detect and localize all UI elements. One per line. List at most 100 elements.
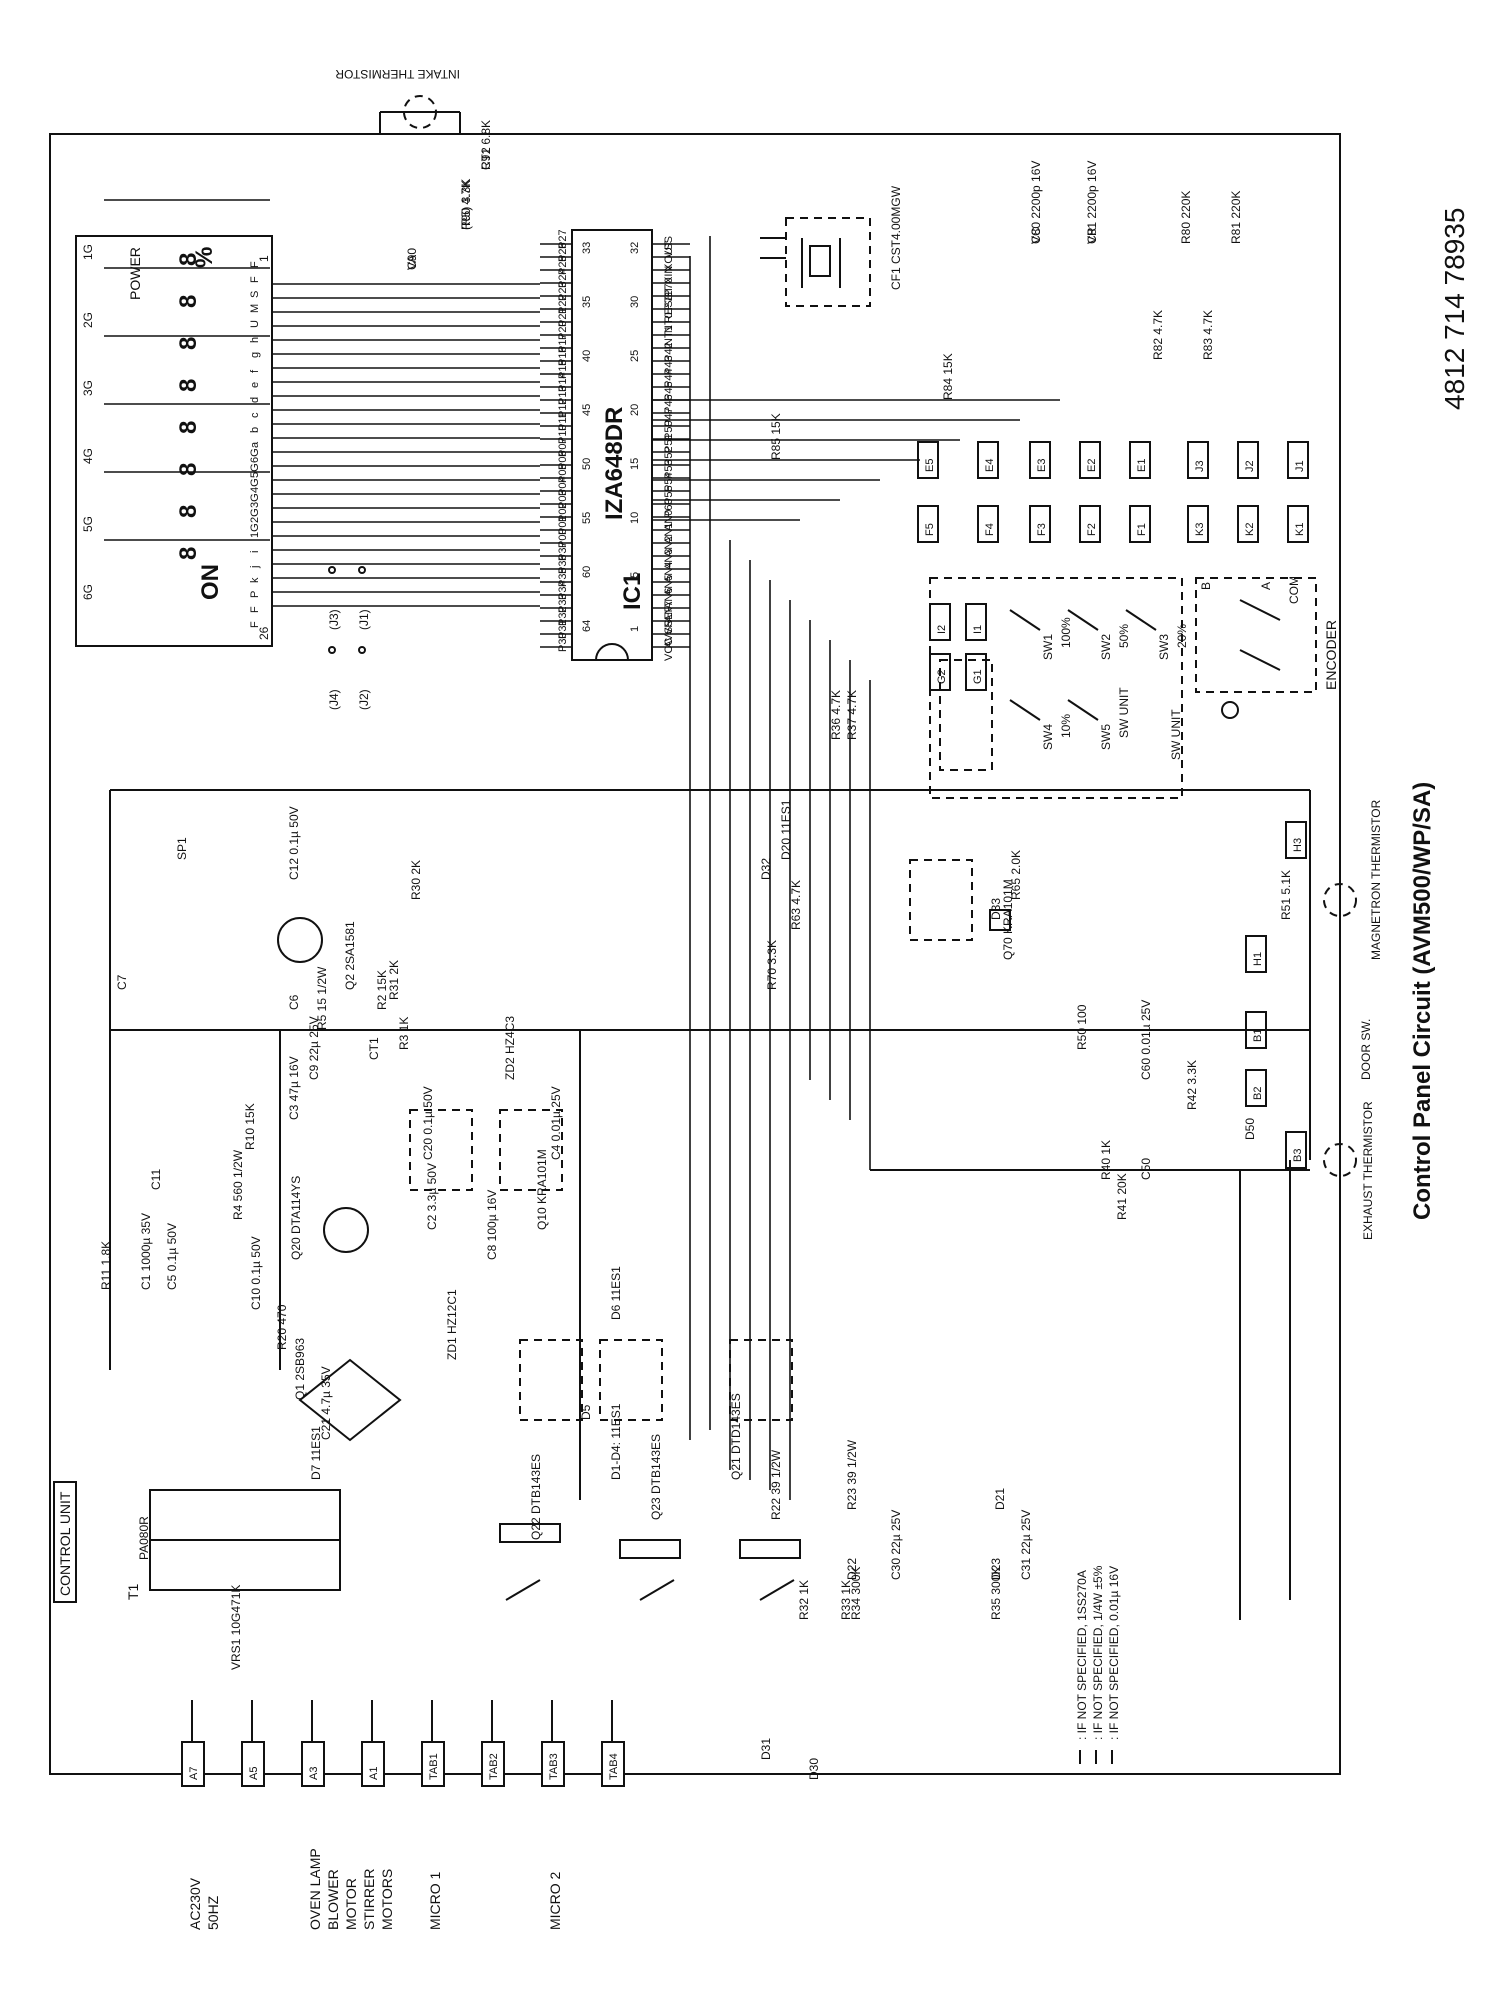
input-label: MICRO 1 — [427, 1871, 443, 1930]
input-label: MOTORS — [379, 1869, 395, 1930]
terminal-label: A5 — [248, 1767, 260, 1780]
connector-j1: J1 — [1294, 460, 1306, 472]
display-on-label: ON — [197, 564, 224, 600]
component-label: D21 — [993, 1488, 1007, 1510]
display-pin-label: j — [249, 566, 261, 569]
input-label: MOTOR — [343, 1878, 359, 1930]
component-label: VA — [405, 255, 419, 270]
display-pin-label: S — [249, 291, 261, 298]
relay-ry2 — [619, 1539, 681, 1601]
switch-label: 20% — [1175, 624, 1189, 648]
component-label: R31 2K — [387, 960, 401, 1000]
display-pin-label: d — [249, 397, 261, 403]
component-label: R22 39 1/2W — [769, 1449, 783, 1520]
ic-left-pin: P03 — [557, 489, 569, 509]
display-pin-label: F — [249, 621, 261, 628]
ic-left-pin: P26 — [557, 242, 569, 262]
component-label: R34 300K — [849, 1567, 863, 1620]
bridge-label: D7 11ES1 — [309, 1426, 323, 1480]
jumper-label: (J2) — [357, 689, 371, 710]
display-pin-label: a — [249, 441, 261, 448]
ic-pin-number: 25 — [629, 350, 641, 362]
component-label: Q23 DTB143ES — [649, 1434, 663, 1520]
ic-left-pin: P11 — [557, 412, 569, 431]
component-label: R35 300K — [989, 1567, 1003, 1620]
ic-right-pin: VSS — [663, 236, 675, 258]
display-percent-label: % — [191, 247, 218, 268]
legend-entry: : IF NOT SPECIFIED, 0.01µ 16V — [1107, 1566, 1121, 1740]
q21-package — [519, 1339, 583, 1421]
component-label: R37 4.7K — [845, 690, 859, 740]
switch-name: SW5 — [1099, 724, 1113, 750]
display-pin-label: F — [249, 276, 261, 283]
exhaust-thermistor-icon — [1323, 1143, 1357, 1177]
ic-left-pin: P23 — [557, 281, 569, 301]
component-label: R3 1K — [397, 1017, 411, 1050]
component-label: VR — [1085, 227, 1099, 244]
encoder-b: B — [1199, 582, 1213, 590]
display-pin-label: f — [249, 369, 261, 373]
transformer-t1: T1 PA080R VRS1 10G471K — [125, 1489, 341, 1670]
input-label: STIRRER — [361, 1869, 377, 1930]
ic-right-pin: P60 — [663, 498, 675, 518]
ic-right-pin: P70 — [663, 277, 675, 297]
ic-left-pin: P10 — [557, 424, 569, 444]
component-label: R70 3.3K — [765, 940, 779, 990]
switch-name: SW4 — [1041, 724, 1055, 750]
ic-right-pin: AN2 — [663, 536, 675, 557]
ic-left-pin: P36 — [557, 554, 569, 574]
component-label: D5 — [579, 1404, 593, 1420]
component-label: VC — [1029, 227, 1043, 244]
jumpers: (J1)(J2)(J3)(J4) — [327, 566, 371, 710]
exhaust-thermistor-label: EXHAUST THERMISTOR — [1361, 1101, 1375, 1240]
connector-b1: B1 — [1252, 1029, 1264, 1042]
connector-e5: E5 — [924, 459, 936, 472]
ic-pin-number: 5 — [629, 572, 641, 578]
component-label: D20 11ES1 — [779, 799, 793, 860]
component-label: C81 2200p 16V — [1085, 161, 1099, 244]
component-label: C30 22µ 25V — [889, 1510, 903, 1580]
ic1-name: IC1 — [619, 573, 646, 610]
display-frame — [75, 235, 273, 647]
ic-left-pin: P16 — [557, 346, 569, 366]
component-label: C80 2200p 16V — [1029, 161, 1043, 244]
ic-right-pin: XOUT — [663, 240, 675, 271]
ic-pin-number: 40 — [581, 350, 593, 362]
component-label: ZD1 HZ12C1 — [445, 1289, 459, 1360]
switch-label: 100% — [1059, 617, 1073, 648]
component-label: D32 — [759, 858, 773, 880]
ic-left-pin: P31 — [557, 619, 569, 639]
component-label: D50 — [1243, 1118, 1257, 1140]
connector-g1: G1 — [972, 669, 984, 684]
legend-entry: : IF NOT SPECIFIED, 1SS270A — [1075, 1570, 1089, 1740]
jumper-label: (J4) — [327, 689, 341, 710]
terminal-label: TAB2 — [488, 1753, 500, 1780]
document-number: 4812 714 78935 — [1439, 208, 1470, 410]
component-label: C1 1000µ 35V — [139, 1213, 153, 1290]
ic-pin-number: 32 — [629, 242, 641, 254]
ic-right-pin: RESET — [663, 286, 675, 323]
terminal-label: TAB4 — [608, 1753, 620, 1780]
ic1-part: IZA648DR — [601, 407, 628, 520]
ic-left-pin: P17 — [557, 333, 569, 353]
component-label: R84 15K — [941, 353, 955, 400]
component-label: R91 6.8K — [479, 120, 493, 170]
display-pin-label: 1G — [249, 523, 261, 538]
ic-right-pin: VCC — [663, 638, 675, 661]
ic-pin-number: 10 — [629, 512, 641, 524]
ic-left-pin: P02 — [557, 502, 569, 522]
display-bus — [272, 283, 540, 607]
connector-e1: E1 — [1136, 459, 1148, 472]
connector-k1: K1 — [1294, 523, 1306, 536]
ic-pin-number: 1 — [629, 626, 641, 632]
component-label: D23 — [989, 1558, 1003, 1580]
component-label: R83 4.7K — [1201, 310, 1215, 360]
display-pin-count: 26 — [257, 626, 271, 640]
component-label: C50 — [1139, 1158, 1153, 1180]
ic-left-pin: P12 — [557, 398, 569, 418]
jumper-label: (J3) — [327, 609, 341, 630]
ic-left-pin: P20 — [557, 320, 569, 340]
